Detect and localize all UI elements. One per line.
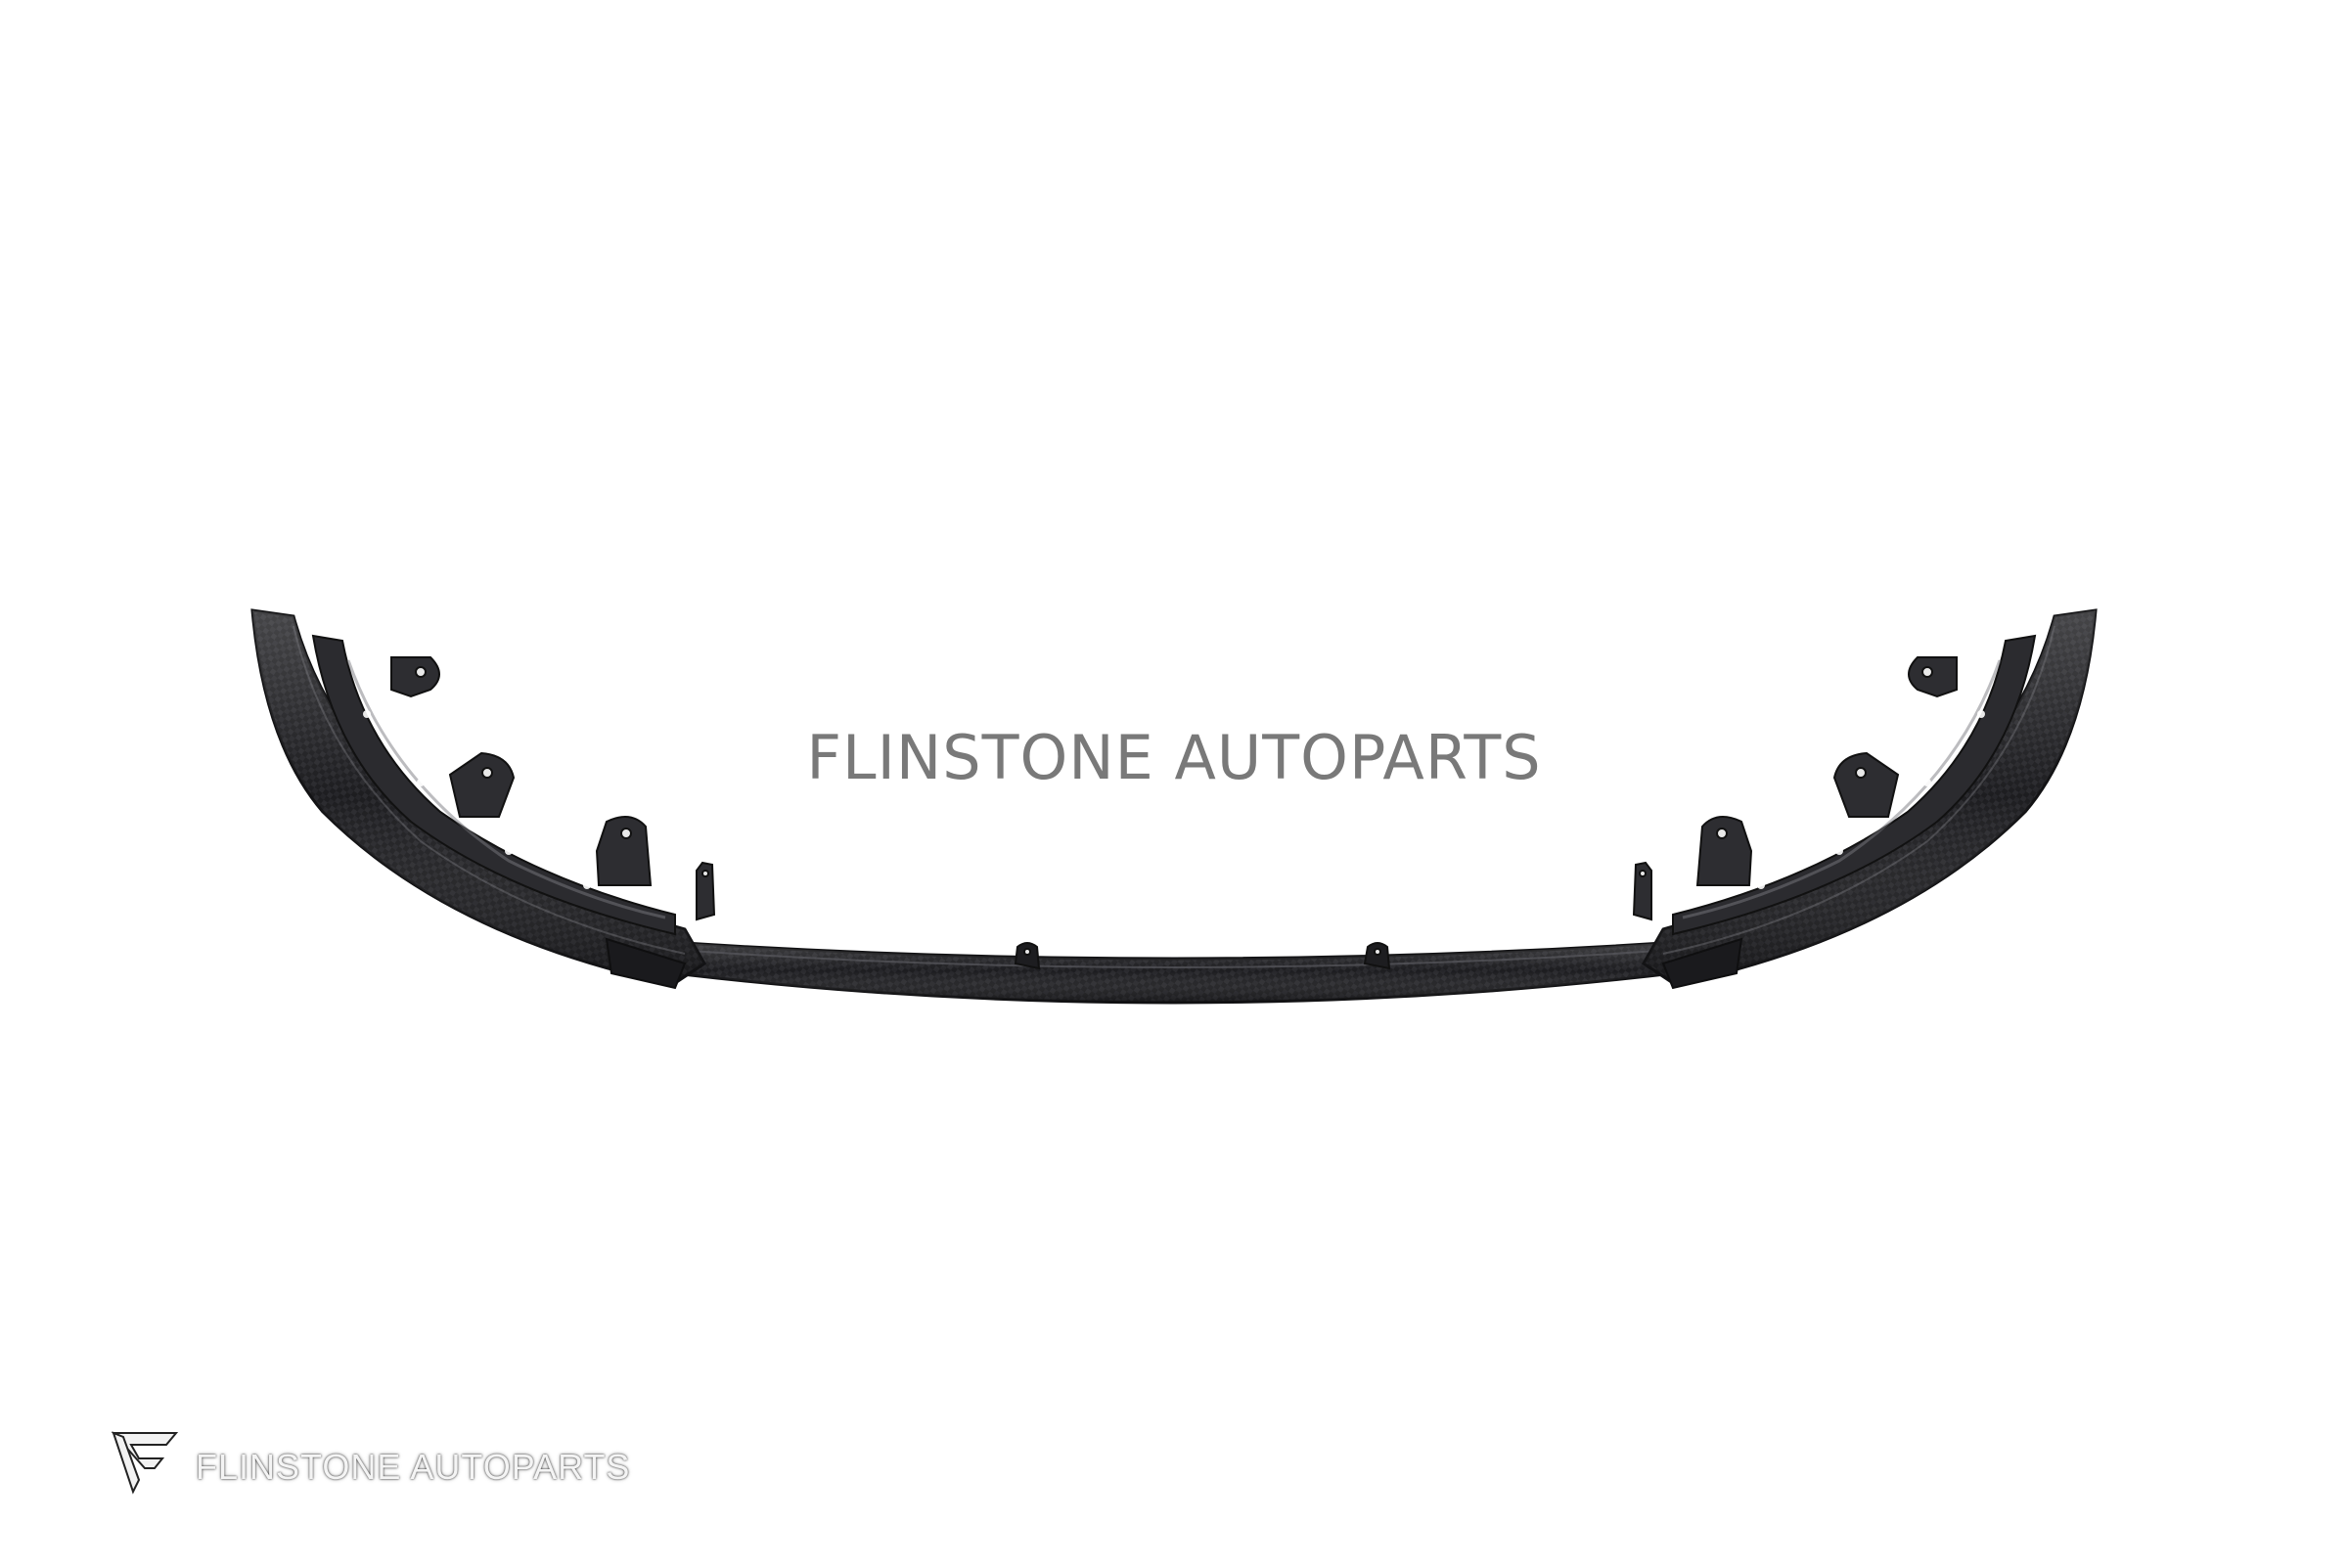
brand-logo-text: FLINSTONE AUTOPARTS [196,1447,631,1487]
brand-logo: FLINSTONE AUTOPARTS [106,1423,630,1501]
left-brackets [390,656,716,921]
watermark-text: FLINSTONE AUTOPARTS [806,722,1542,793]
right-front-flap [1661,937,1743,990]
right-brackets [1632,656,1958,921]
center-tabs [1014,942,1391,970]
left-front-flap [605,937,687,990]
left-inner-rail [311,634,676,936]
flinstone-f-logo-icon [111,1431,179,1495]
right-inner-rail [1672,634,2037,936]
